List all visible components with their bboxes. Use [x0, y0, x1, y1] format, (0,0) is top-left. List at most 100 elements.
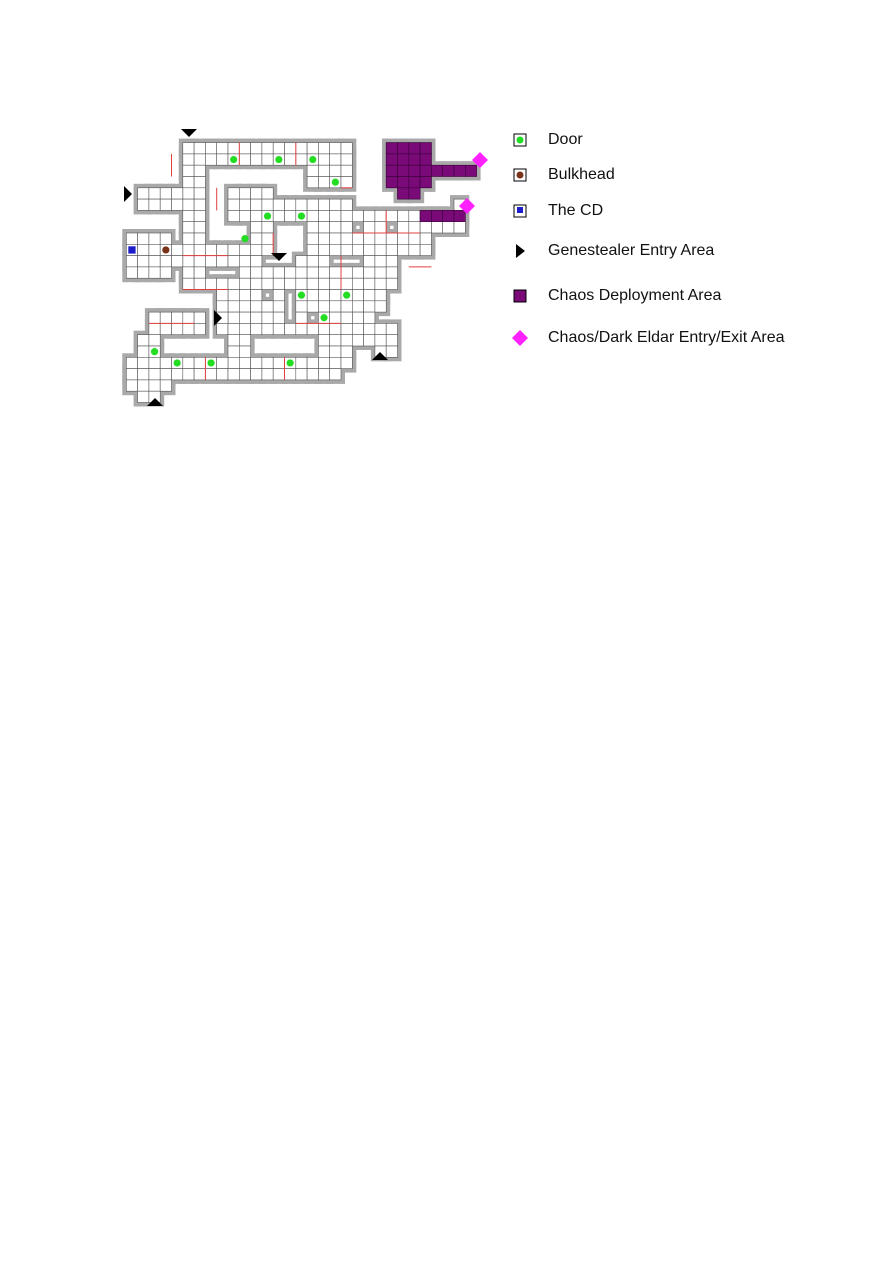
floor-square — [261, 198, 274, 211]
floor-square — [227, 210, 240, 222]
chaos-deploy-square — [408, 142, 421, 155]
floor-square — [340, 142, 353, 155]
genestealer-entry-center — [271, 253, 287, 261]
floor-square — [137, 232, 150, 245]
floor-square — [216, 300, 229, 313]
floor-square — [340, 244, 353, 256]
floor-square — [318, 345, 330, 358]
floor-square — [193, 255, 206, 268]
floor-square — [318, 255, 330, 268]
floor-square — [272, 356, 285, 369]
floor-square — [318, 277, 330, 290]
floor-square — [171, 198, 184, 211]
floor-square — [182, 277, 195, 290]
floor-square — [306, 356, 319, 369]
triangle-icon — [512, 243, 528, 259]
legend-genestealer: Genestealer Entry Area — [512, 239, 714, 263]
floor-square — [329, 221, 342, 234]
floor-square — [272, 198, 285, 211]
chaos-deploy-square — [385, 164, 398, 177]
floor-square — [159, 198, 172, 211]
door-marker — [150, 348, 159, 356]
floor-square — [351, 311, 364, 324]
cd-marker — [128, 246, 136, 254]
floor-square — [431, 221, 443, 234]
floor-square — [148, 368, 161, 381]
floor-square — [171, 244, 184, 256]
floor-square — [182, 244, 195, 256]
chaos-deploy-square — [453, 164, 466, 177]
floor-square — [239, 300, 251, 313]
floor-square — [340, 221, 353, 234]
floor-square — [250, 198, 263, 211]
floor-square — [148, 232, 161, 245]
bulkhead-marker — [162, 246, 170, 254]
legend-door-label: Door — [548, 131, 583, 148]
legend-chaos-deploy-label: Chaos Deployment Area — [548, 287, 722, 304]
floor-square — [351, 266, 364, 279]
floor-square — [126, 379, 138, 392]
floor-square — [295, 356, 308, 369]
floor-square — [329, 153, 342, 166]
floor-square — [193, 153, 206, 166]
floor-square — [374, 244, 387, 256]
floor-square — [159, 187, 172, 200]
floor-square — [261, 142, 274, 155]
door-marker — [173, 359, 181, 367]
floor-square — [239, 198, 251, 211]
chaos-deployment-squares — [385, 142, 477, 222]
floor-square — [216, 255, 229, 268]
bulkhead-icon — [512, 167, 528, 183]
floor-square — [284, 210, 297, 222]
door-marker — [286, 359, 294, 367]
genestealer-entry-middle-left — [214, 310, 222, 326]
floor-square — [295, 142, 308, 155]
floor-square — [250, 255, 263, 268]
floor-square — [227, 334, 240, 347]
floor-square — [261, 244, 274, 256]
floor-square — [318, 266, 330, 279]
floor-square — [159, 266, 172, 279]
chaos-deploy-square — [397, 153, 410, 166]
floor-square — [148, 198, 161, 211]
floor-square — [295, 300, 308, 313]
floor-square — [137, 345, 150, 358]
floor-square — [227, 198, 240, 211]
floor-square — [227, 356, 240, 369]
floor-square — [374, 300, 387, 313]
floor-square — [272, 266, 285, 279]
floor-square — [363, 266, 376, 279]
chaos-deploy-square — [397, 176, 410, 189]
floor-square — [385, 232, 398, 245]
floor-square — [306, 142, 319, 155]
floor-square — [351, 277, 364, 290]
floor-square — [193, 210, 206, 222]
floor-square — [250, 244, 263, 256]
floor-square — [205, 142, 217, 155]
door-marker — [343, 291, 351, 299]
floor-square — [363, 311, 376, 324]
legend-chaos-entry: Chaos/Dark Eldar Entry/Exit Area — [512, 326, 785, 350]
floor-square — [408, 232, 421, 245]
floor-square — [193, 221, 206, 234]
floor-square — [340, 232, 353, 245]
floor-square — [137, 379, 150, 392]
door-marker — [320, 314, 328, 322]
floor-square — [239, 142, 251, 155]
floor-square — [295, 311, 308, 324]
floor-square — [182, 255, 195, 268]
floor-square — [272, 323, 285, 335]
floor-square — [284, 142, 297, 155]
floor-square — [193, 356, 206, 369]
floor-square — [329, 323, 342, 335]
floor-square — [193, 187, 206, 200]
floor-square — [340, 277, 353, 290]
chaos-deploy-square — [419, 164, 432, 177]
floor-square — [340, 345, 353, 358]
floor-square — [171, 368, 184, 381]
floor-square — [148, 311, 161, 324]
floor-square — [205, 368, 217, 381]
floor-square — [351, 300, 364, 313]
floor-square — [340, 198, 353, 211]
